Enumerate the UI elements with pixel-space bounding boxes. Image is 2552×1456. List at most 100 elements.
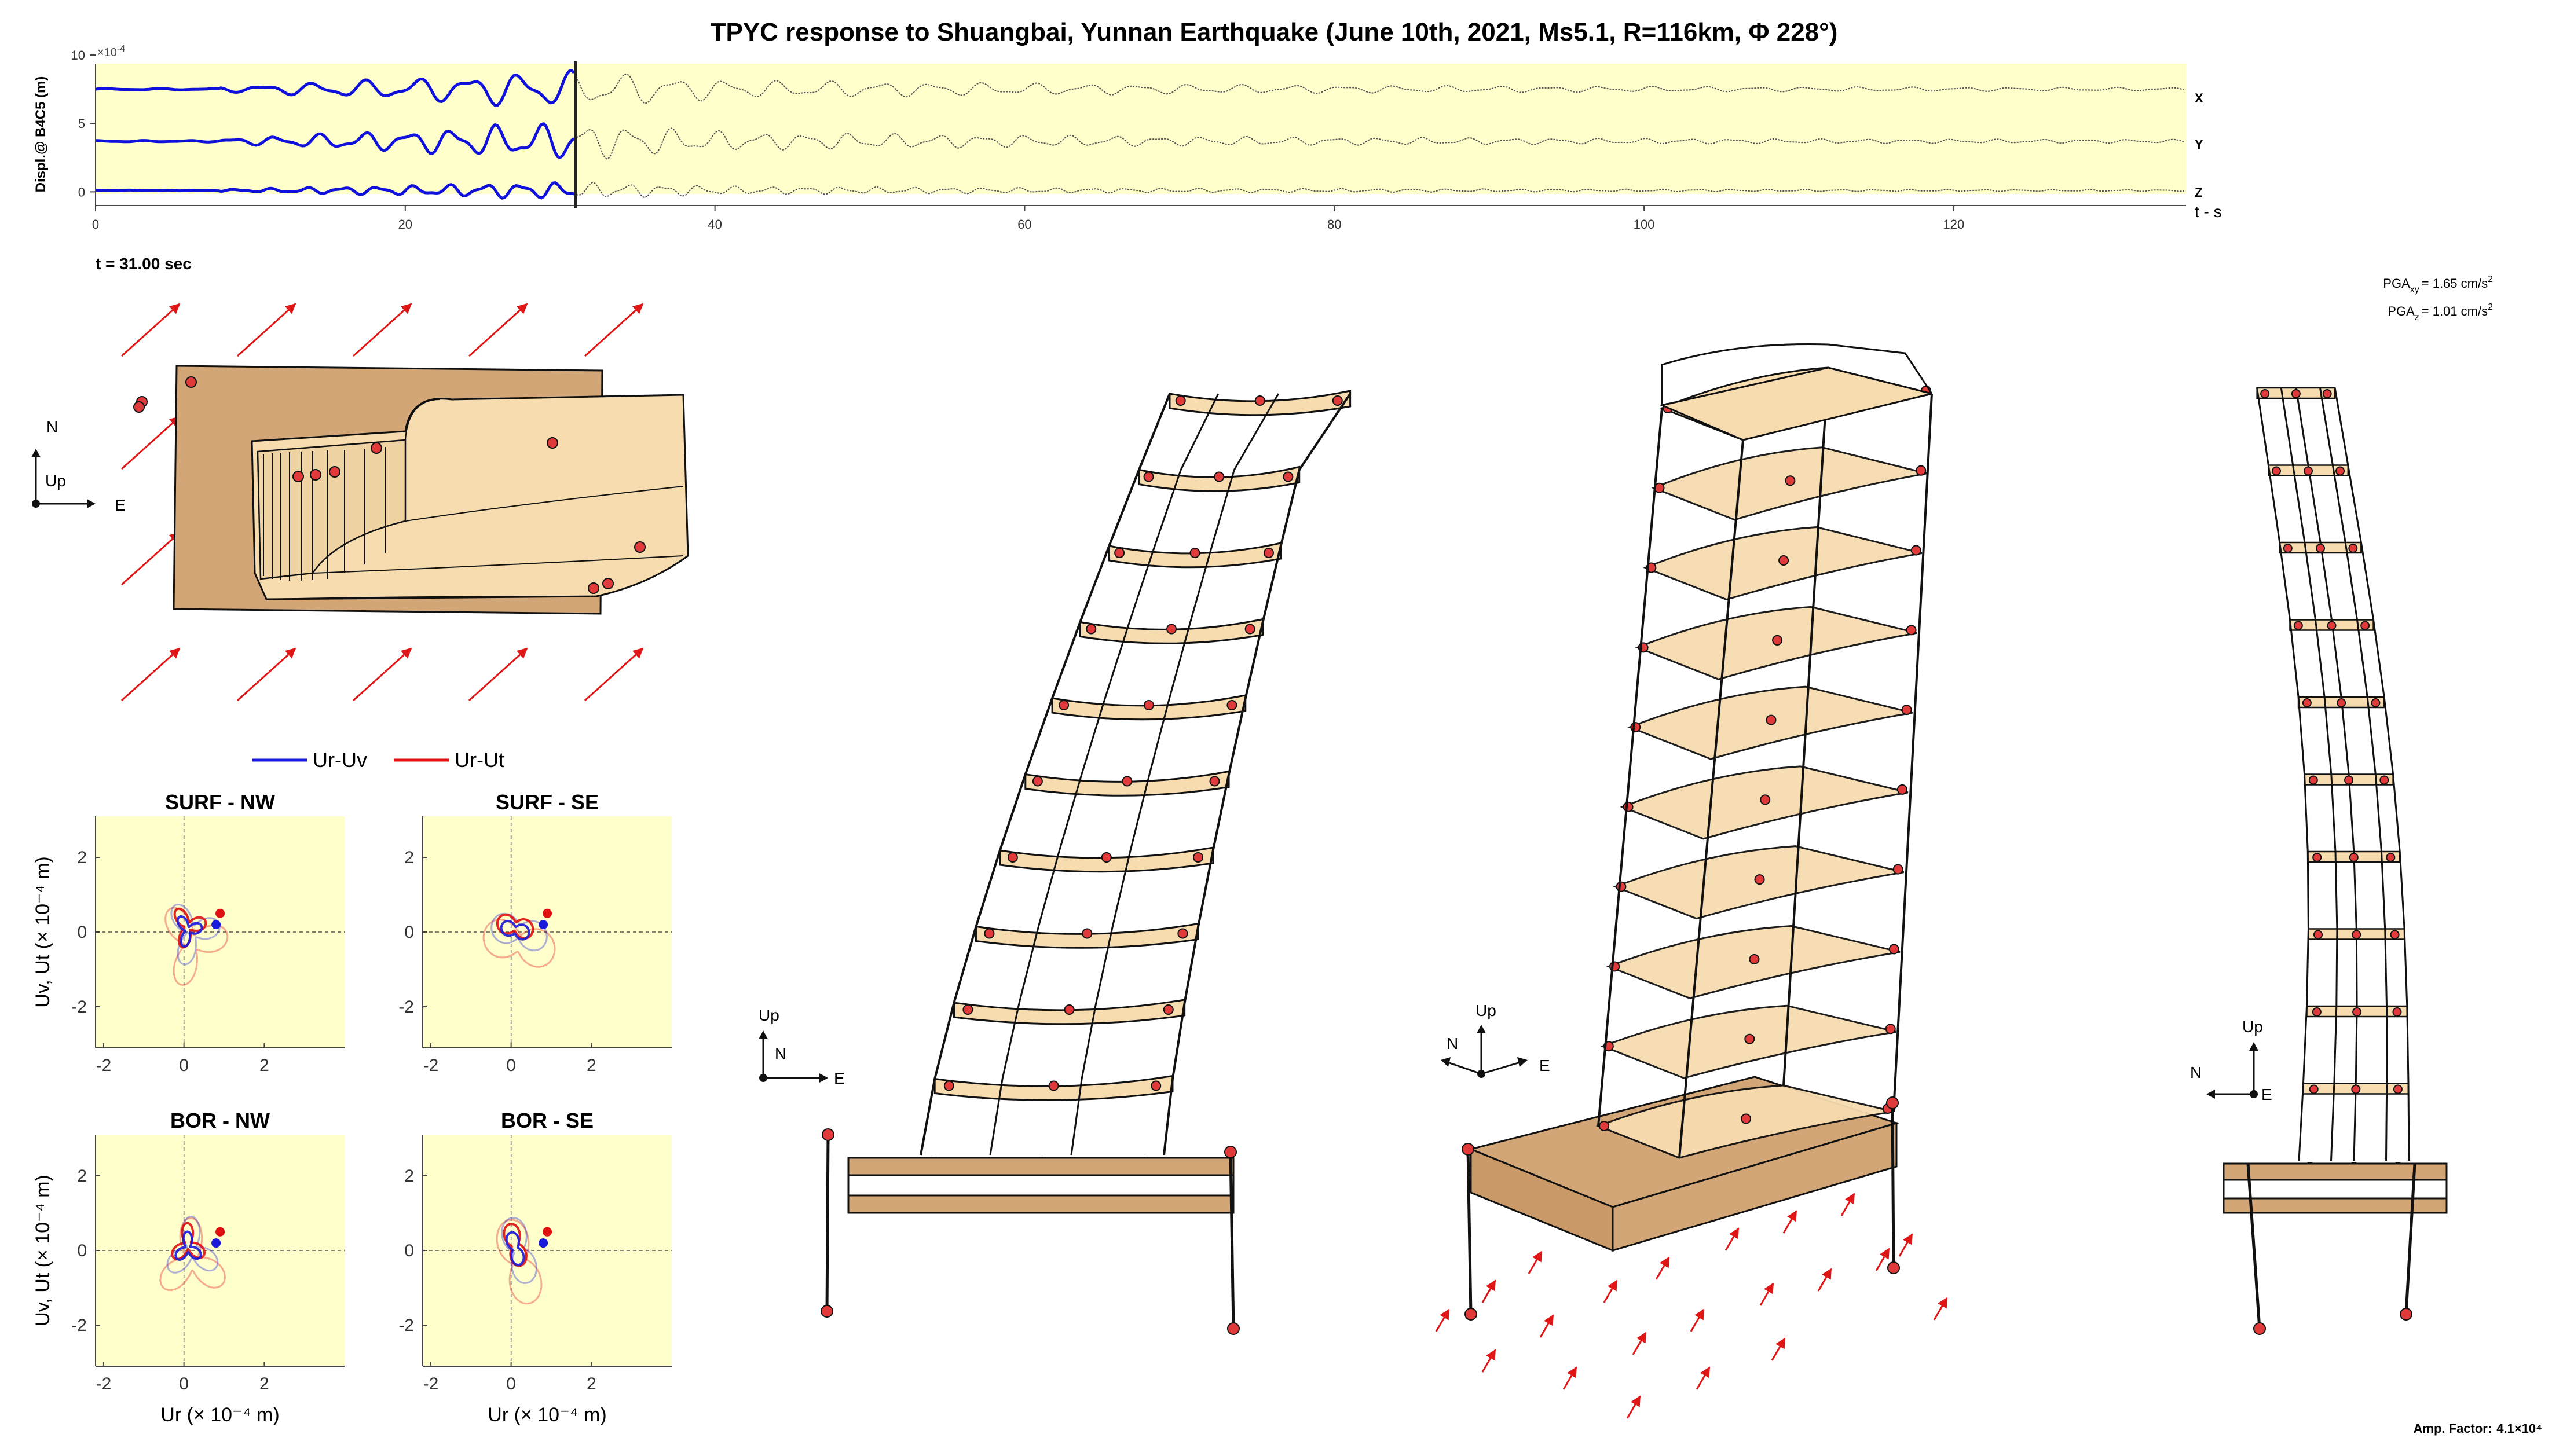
trace-past-y [95,122,575,160]
column-line [1678,439,1744,1158]
node-marker [1332,395,1343,406]
node-marker [1143,471,1154,482]
node-marker [1916,465,1927,476]
column-line [1070,393,1279,1156]
orbit-x-tick: 2 [259,1056,269,1075]
orbit-current-blue [539,1238,548,1248]
column-line [989,393,1220,1156]
node-marker [1599,1121,1609,1131]
node-marker [2272,466,2282,476]
node-marker [2313,930,2323,940]
tower-1-frame [920,390,1352,1167]
ground-arrow [1933,1297,1948,1321]
orbit-panel-2: -2 -2 0 0 2 2 SURF - SE [398,790,672,1075]
view-1-axes-indicator [759,1030,828,1083]
plan-arrow [120,416,181,470]
orbit-current-blue [539,920,548,930]
building-view-isometric: Up N E [1435,343,1948,1419]
orbit-y-tick: -2 [71,997,87,1017]
ground-arrow [1696,1366,1711,1390]
x-tick-label: 100 [1634,217,1655,232]
node-marker [1778,555,1789,566]
orbit-title: SURF - SE [496,790,599,814]
node-marker [1772,635,1783,646]
ground-arrow [1655,1256,1670,1280]
plan-axis-up: Up [45,472,66,490]
orbit-y-tick: 0 [404,923,414,942]
legend-red-label: Ur-Ut [455,748,504,772]
pile [2246,1163,2261,1329]
ground-arrow [1528,1250,1543,1274]
plan-arrow [236,647,296,702]
node-marker [2293,621,2303,630]
node-marker [984,928,995,939]
node-marker [329,466,340,478]
orbit-title: BOR - SE [501,1109,594,1132]
plan-arrow [352,303,412,357]
node-marker [1785,475,1796,486]
trace-past-x [95,69,575,107]
plan-arrow [352,647,412,702]
legend: Ur-Uv Ur-Ut [252,748,504,772]
node-marker [2348,544,2358,553]
orbit-y-tick: 2 [404,848,414,867]
time-series-xlabel: t - s [2195,203,2222,221]
view-3-axis-n: N [2190,1063,2202,1081]
orbit-x-tick: 2 [587,1374,596,1393]
node-marker [2327,621,2337,630]
node-marker [185,376,197,388]
pile [1891,1102,1895,1268]
node-marker [371,442,382,454]
ground-arrow [1690,1308,1705,1332]
view-2-axes-indicator [1441,1025,1528,1078]
node-marker [1143,700,1154,710]
orbit-y-tick: 0 [77,923,87,942]
ground-arrow [1481,1349,1496,1373]
orbit-x-tick: 0 [506,1056,516,1075]
node-marker [2352,1007,2362,1017]
node-marker [1114,548,1125,558]
column-line [1597,408,1663,1127]
node-marker [1760,794,1771,805]
tower-1-base-bottom [847,1194,1235,1214]
node-marker [1283,471,1294,482]
ground-arrow [1724,1227,1740,1251]
column-line [1163,393,1352,1156]
tower-1-base-top [847,1157,1235,1176]
orbit-x-tick: -2 [96,1374,112,1393]
orbit-x-tick: -2 [423,1056,439,1075]
node-marker [2392,1007,2402,1017]
node-marker [2379,775,2389,785]
orbit-y-tick: -2 [398,997,414,1017]
building-view-north: Up N E [2190,387,2448,1335]
figure-title: TPYC response to Shuangbai, Yunnan Earth… [711,18,1838,46]
ground-arrow [1898,1233,1913,1257]
node-marker [1189,548,1200,558]
node-marker [1263,548,1274,558]
plan-arrow [584,647,644,702]
column-line [2295,387,2358,1161]
pile [1229,1151,1235,1329]
orbit-y-tick: 0 [77,1241,87,1260]
node-marker [1885,1024,1896,1035]
node-marker [588,582,599,594]
node-marker [1086,624,1097,635]
time-series-exponent: ×10-4 [97,44,125,59]
node-marker [2386,853,2396,862]
channel-label-z: Z [2195,185,2202,200]
ground-arrow [1840,1193,1855,1216]
orbit-y-tick: -2 [398,1316,414,1335]
orbit-x-tick: 2 [587,1056,596,1075]
node-marker [1741,1113,1751,1124]
exponent-power: -4 [117,44,125,54]
node-marker [1214,471,1225,482]
node-marker [1616,881,1627,892]
node-marker [1254,395,1265,406]
orbit-xlabel: Ur (× 10⁻⁴ m) [488,1404,606,1426]
plan-arrow [468,647,528,702]
node-marker [1048,1080,1059,1091]
